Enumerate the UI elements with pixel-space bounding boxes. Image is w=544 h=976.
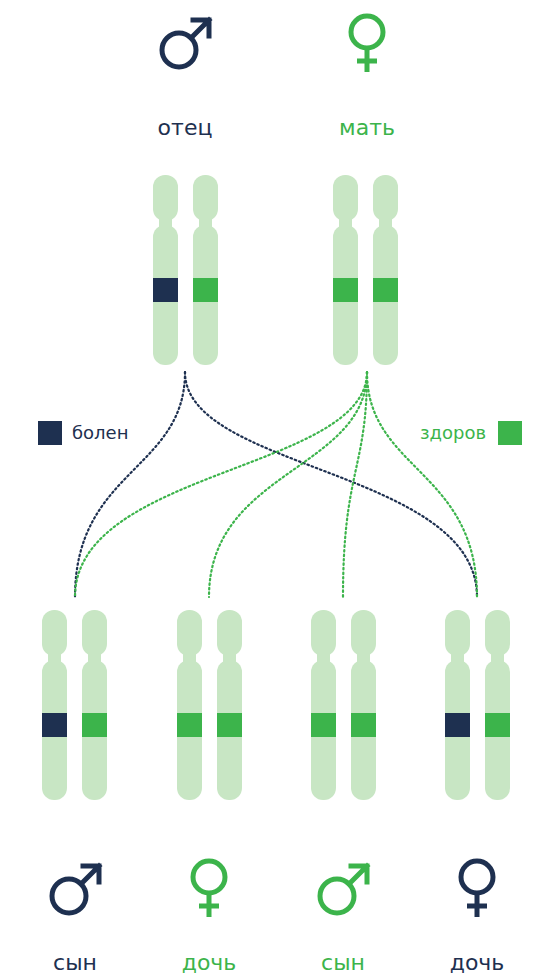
male-symbol (320, 866, 367, 913)
gene-band (193, 278, 218, 302)
legend-item: болен (38, 421, 128, 445)
chromosome (333, 175, 358, 365)
inheritance-line (75, 372, 367, 597)
inheritance-line (343, 372, 367, 597)
female-symbol (193, 861, 225, 917)
person-label: сын (53, 950, 97, 976)
gene-band (311, 713, 336, 737)
gene-band (82, 713, 107, 737)
inheritance-line (185, 372, 477, 597)
legend-text: болен (72, 421, 128, 445)
chromosome (351, 610, 376, 800)
gene-band (351, 713, 376, 737)
person-label: сын (321, 950, 365, 976)
gene-band (373, 278, 398, 302)
gene-band (217, 713, 242, 737)
person-label: дочь (182, 950, 237, 976)
chromosome (42, 610, 67, 800)
person-label: мать (339, 115, 395, 141)
female-symbol (461, 861, 493, 917)
inheritance-line (367, 372, 477, 597)
chromosome (82, 610, 107, 800)
chromosome (153, 175, 178, 365)
chromosome (485, 610, 510, 800)
male-symbol (162, 20, 209, 67)
gene-band (445, 713, 470, 737)
gene-band (153, 278, 178, 302)
person-label: отец (158, 115, 213, 141)
chromosome (193, 175, 218, 365)
chromosome (311, 610, 336, 800)
chromosome (445, 610, 470, 800)
gene-band (485, 713, 510, 737)
legend-item: здоров (420, 421, 522, 445)
legend-swatch (498, 421, 522, 445)
chromosome (373, 175, 398, 365)
legend-swatch (38, 421, 62, 445)
person-label: дочь (450, 950, 505, 976)
inheritance-line (209, 372, 367, 597)
male-symbol (52, 866, 99, 913)
chromosome (217, 610, 242, 800)
chromosome (177, 610, 202, 800)
inheritance-line (75, 372, 185, 597)
female-symbol (351, 16, 383, 72)
gene-band (177, 713, 202, 737)
gene-band (333, 278, 358, 302)
gene-band (42, 713, 67, 737)
legend-text: здоров (420, 421, 486, 445)
